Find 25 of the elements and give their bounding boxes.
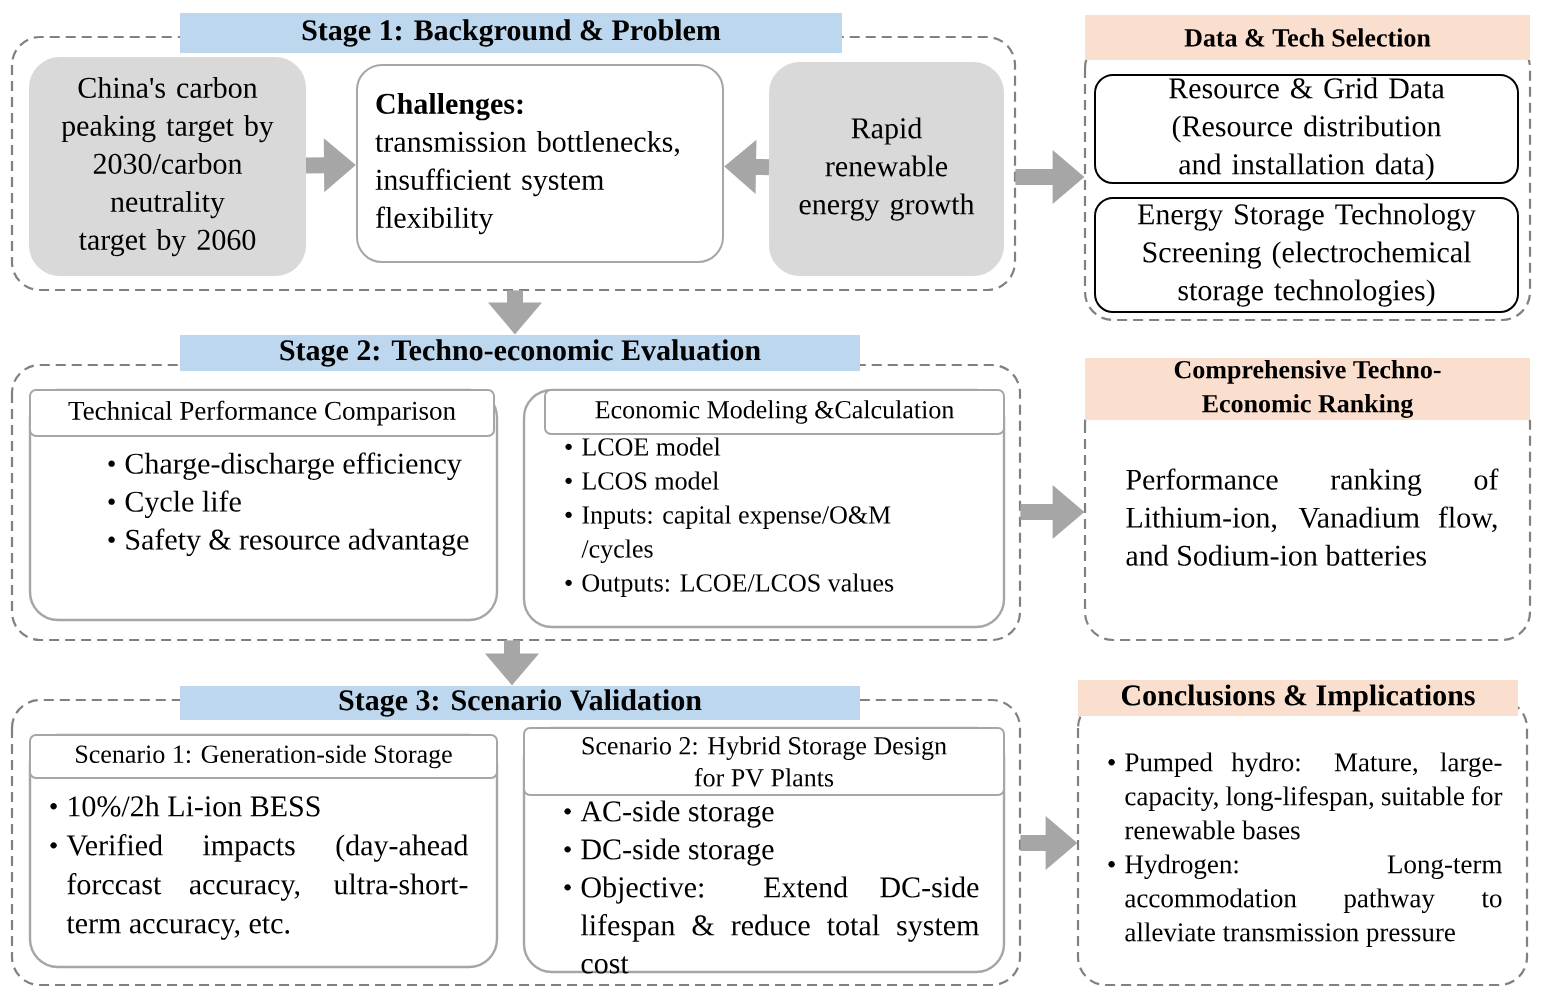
- rounded-box: Resource & Grid Data (Resource distribution and installation data): [1094, 74, 1519, 184]
- panel-header: Technical Performance Comparison: [29, 389, 495, 437]
- list-item: DC-side storage: [564, 838, 774, 866]
- list-item: Verified impacts (day-ahead forccast accuracy, ultra-short-term accuracy, etc.: [50, 834, 469, 940]
- list-item: LCOS model: [565, 471, 719, 490]
- rounded-box: Challenges: transmission bottlenecks, insufficient system flexibility: [356, 64, 724, 263]
- list-item: Cycle life: [108, 490, 241, 518]
- list-item: Objective: Extend DC-side lifespan & reduce total system cost: [564, 876, 979, 974]
- list-item: Safety & resource advantage: [108, 528, 469, 556]
- body-text: Performance ranking of Lithium-ion, Vanadium flow, and Sodium-ion batteries: [1126, 468, 1499, 566]
- list-item: Outputs: LCOE/LCOS values: [565, 573, 894, 597]
- list-item: Inputs: capital expense/O&M /cycles: [565, 505, 891, 564]
- list-item: Hydrogen: Long-term accommodation pathway to alleviate transmission pressure: [1108, 854, 1502, 947]
- list-item: LCOE model: [565, 437, 721, 456]
- node-label: Stage 2: Techno-economic Evaluation: [280, 339, 761, 367]
- panel-header: Economic Modeling &Calculation: [544, 389, 1005, 435]
- list-item: 10%/2h Li-ion BESS: [50, 795, 320, 817]
- rounded-box: Energy Storage Technology Screening (electrochemical storage technologies): [1094, 197, 1519, 313]
- list-item: AC-side storage: [564, 800, 774, 828]
- panel-header: Scenario 2: Hybrid Storage Design for PV Plants: [523, 727, 1005, 796]
- list-item: Pumped hydro: Mature, large-capacity, long-lifespan, suitable for renewable bases: [1108, 752, 1503, 840]
- panel-header: Scenario 1: Generation-side Storage: [29, 734, 498, 779]
- list-item: Charge-discharge efficiency: [108, 452, 462, 480]
- rounded-box: Rapid renewable energy growth: [769, 62, 1004, 276]
- rounded-box: China's carbon peaking target by 2030/carbon neutrality target by 2060: [29, 57, 306, 276]
